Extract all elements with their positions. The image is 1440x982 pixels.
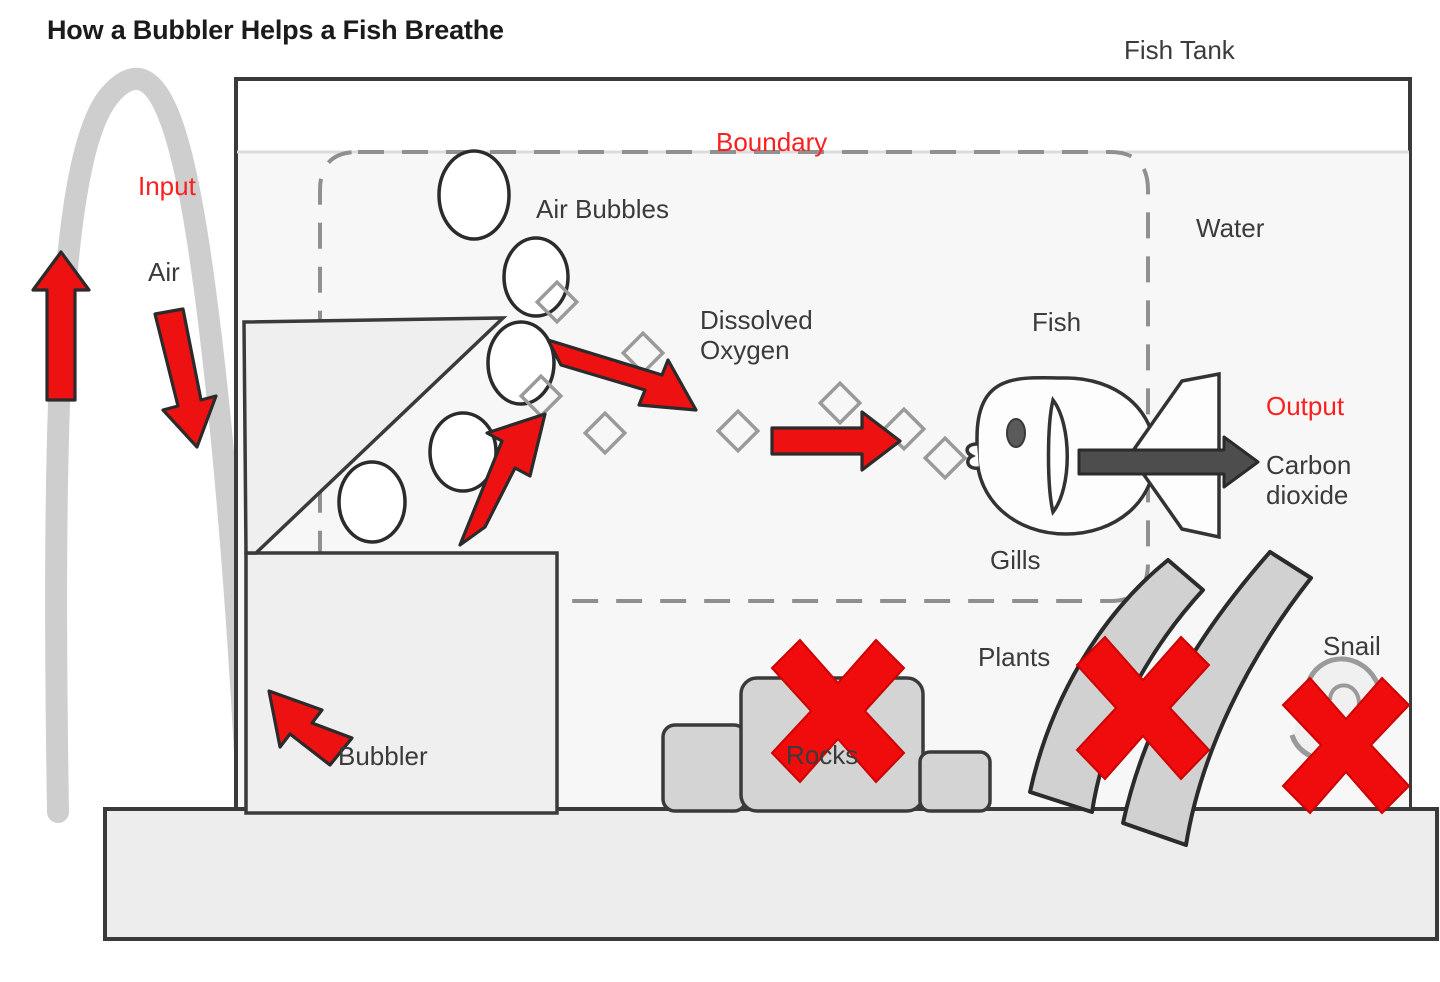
page-title: How a Bubbler Helps a Fish Breathe bbox=[47, 15, 504, 45]
dark-arrow-carbon-dioxide bbox=[1077, 435, 1260, 489]
red-arrow-oxygen-to-fish bbox=[770, 410, 902, 472]
bubbler-chute bbox=[242, 316, 508, 555]
label-carbon-dioxide-line2: dioxide bbox=[1266, 480, 1349, 511]
label-dissolved-oxygen-line2: Oxygen bbox=[700, 335, 790, 366]
label-dissolved-oxygen-line1: Dissolved bbox=[700, 305, 813, 335]
label-rocks: Rocks bbox=[786, 740, 859, 770]
red-arrow-bubbles-rise bbox=[458, 412, 547, 547]
label-boundary: Boundary bbox=[716, 127, 828, 157]
label-carbon-dioxide-line1: Carbon bbox=[1266, 450, 1352, 480]
label-air: Air bbox=[148, 257, 180, 287]
label-carbon-dioxide: Carbon dioxide bbox=[1266, 450, 1351, 510]
red-arrow-air-up bbox=[31, 250, 91, 402]
label-gills: Gills bbox=[990, 545, 1041, 575]
label-output: Output bbox=[1266, 391, 1345, 421]
label-bubbler: Bubbler bbox=[338, 741, 428, 771]
air-bubbles bbox=[337, 149, 570, 544]
label-air-bubbles: Air Bubbles bbox=[536, 194, 669, 224]
label-dissolved-oxygen: Dissolved Oxygen bbox=[700, 305, 813, 365]
label-input: Input bbox=[138, 171, 196, 201]
red-arrow-air-down bbox=[153, 307, 218, 449]
red-arrow-into-bubbler bbox=[267, 689, 354, 767]
red-x-snail bbox=[1281, 676, 1411, 815]
label-fish: Fish bbox=[1032, 307, 1082, 337]
label-fish-tank: Fish Tank bbox=[1124, 35, 1235, 65]
label-water: Water bbox=[1196, 213, 1265, 243]
label-plants: Plants bbox=[978, 642, 1051, 672]
red-x-rocks bbox=[770, 638, 906, 784]
label-snail: Snail bbox=[1323, 631, 1381, 661]
red-arrow-dissolve bbox=[546, 338, 698, 412]
red-x-plants bbox=[1075, 635, 1211, 781]
system-boundary bbox=[318, 150, 1150, 603]
bubbler bbox=[244, 551, 559, 815]
tank-base bbox=[103, 807, 1439, 941]
